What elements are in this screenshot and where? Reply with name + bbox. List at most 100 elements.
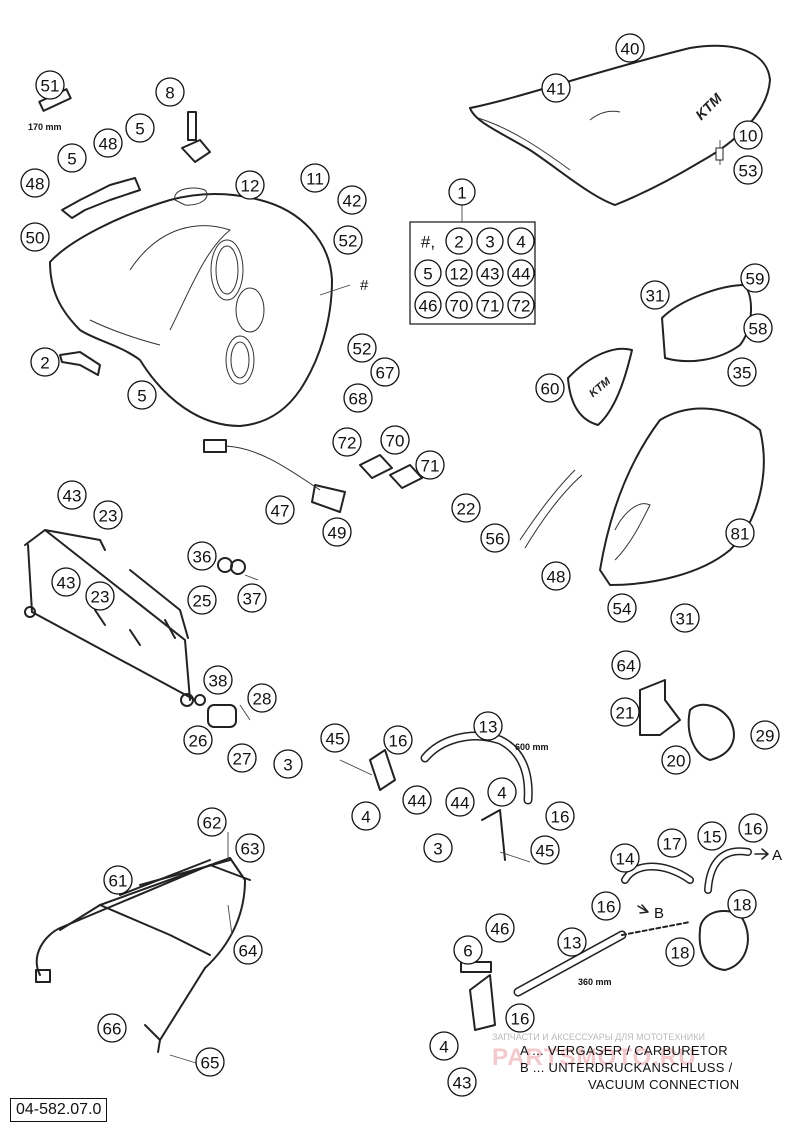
callout-43: 43 [51,567,81,597]
callout-label: 28 [253,690,272,709]
callout-label: 25 [193,592,212,611]
kit-item-label: 4 [516,233,525,252]
callout-circle [733,120,763,150]
callout-64: 64 [611,650,641,680]
callout-label: 18 [671,944,690,963]
callout-circle [402,785,432,815]
callout-circle [743,313,773,343]
callout-label: 71 [421,457,440,476]
callout-label: 16 [389,732,408,751]
callout-label: 36 [193,548,212,567]
callout-label: 62 [203,814,222,833]
kit-item-circle [414,291,442,319]
callout-circle [155,77,185,107]
callout-circle [615,33,645,63]
callout-37: 37 [237,583,267,613]
callout-label: 51 [41,77,60,96]
callout-circle [103,865,133,895]
callout-circle [93,128,123,158]
callout-59: 59 [740,263,770,293]
callout-label: 31 [676,610,695,629]
callout-10: 10 [733,120,763,150]
callout-5: 5 [57,143,87,173]
callout-label: 17 [663,835,682,854]
callout-41: 41 [541,73,571,103]
callout-circle [665,937,695,967]
callout-43: 43 [57,480,87,510]
marker-hash: # [360,277,369,294]
kit-item-label: 5 [423,265,432,284]
callout-label: 49 [328,524,347,543]
watermark-caption: ЗАПЧАСТИ И АКСЕССУАРЫ ДЛЯ МОТОТЕХНИКИ [492,1032,705,1042]
callout-circle [93,500,123,530]
callout-label: 38 [209,672,228,691]
kit-item-circle [507,227,535,255]
kit-number-label: 1 [457,184,466,203]
callout-16: 16 [545,801,575,831]
callout-circle [541,73,571,103]
callout-circle [485,913,515,943]
callout-label: 45 [326,730,345,749]
callout-circle [697,821,727,851]
callout-label: 45 [536,842,555,861]
callout-13: 13 [473,711,503,741]
callout-14: 14 [610,843,640,873]
kit-number-circle [448,178,476,206]
dim-600mm: 600 mm [515,742,549,752]
kit-item-label: 72 [512,297,531,316]
callout-58: 58 [743,313,773,343]
subframe [24,529,196,707]
callout-68: 68 [343,383,373,413]
fuel-tank [49,187,351,427]
callout-label: 53 [739,162,758,181]
callout-16: 16 [383,725,413,755]
callout-circle [322,517,352,547]
callout-66: 66 [97,1013,127,1043]
callout-circle [183,725,213,755]
kit-item-label: #, [421,233,435,252]
callout-16: 16 [591,891,621,921]
kit-item: 4 [507,227,535,255]
callout-circle [20,168,50,198]
kit-item-circle [445,227,473,255]
callout-51: 51 [35,70,65,100]
callout-15: 15 [697,821,727,851]
callout-60: 60 [535,373,565,403]
legend-line-b-cont: VACUUM CONNECTION [588,1077,740,1092]
fuel-hoses [339,679,752,1031]
callout-48: 48 [93,128,123,158]
callout-44: 44 [402,785,432,815]
callout-29: 29 [750,720,780,750]
callout-label: 43 [63,487,82,506]
callout-label: 18 [733,896,752,915]
callout-67: 67 [370,357,400,387]
kit-item-circle [445,259,473,287]
callout-label: 4 [361,808,370,827]
callout-label: 20 [667,752,686,771]
callout-45: 45 [320,723,350,753]
kit-item: 3 [476,227,504,255]
callout-label: 40 [621,40,640,59]
seat: KTM [469,44,771,206]
callout-label: 37 [243,590,262,609]
callout-label: 52 [339,232,358,251]
callout-48: 48 [541,561,571,591]
marker-b: B [654,905,664,922]
callout-label: 48 [26,175,45,194]
callout-48: 48 [20,168,50,198]
callout-35: 35 [727,357,757,387]
legend-line-a: A ... VERGASER / CARBURETOR [520,1043,728,1058]
kit-item: 2 [445,227,473,255]
callout-21: 21 [610,697,640,727]
callout-label: 27 [233,750,252,769]
callout-circle [247,683,277,713]
callout-circle [487,777,517,807]
callout-label: 59 [746,270,765,289]
callout-circle [423,833,453,863]
callout-4: 4 [351,801,381,831]
callout-circle [535,373,565,403]
callout-label: 54 [613,600,632,619]
kit-item-circle [476,259,504,287]
callout-70: 70 [380,425,410,455]
